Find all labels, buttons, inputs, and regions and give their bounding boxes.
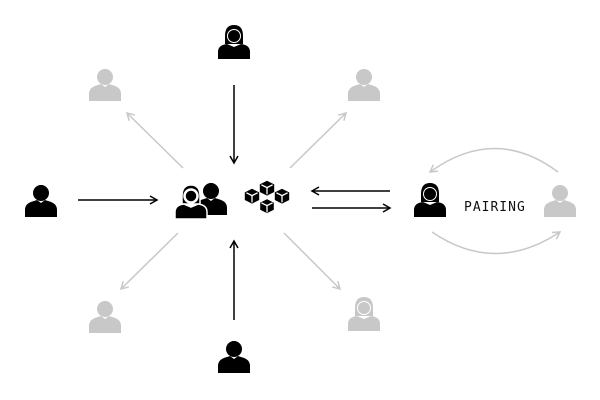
person-female-icon xyxy=(414,183,446,217)
person-male-icon xyxy=(218,341,250,373)
person-male-icon xyxy=(89,301,121,333)
person-male-icon xyxy=(25,185,57,217)
person-male-icon xyxy=(89,69,121,101)
person-female-icon xyxy=(218,25,250,59)
person-female-icon xyxy=(348,297,380,331)
arrow-center-to-bottom-left xyxy=(119,232,179,291)
cubes-icon xyxy=(244,180,290,214)
arrow-center-to-top-left xyxy=(125,111,184,169)
users-group-icon xyxy=(174,183,227,220)
person-male-icon xyxy=(544,185,576,217)
arrow-center-to-top-right xyxy=(289,111,348,169)
pairing-arc-bottom xyxy=(431,231,562,255)
arrow-center-to-bottom-right xyxy=(283,232,342,291)
pairing-label: PAIRING xyxy=(464,200,526,215)
person-male-icon xyxy=(348,69,380,101)
pairing-arc-top xyxy=(428,147,559,173)
